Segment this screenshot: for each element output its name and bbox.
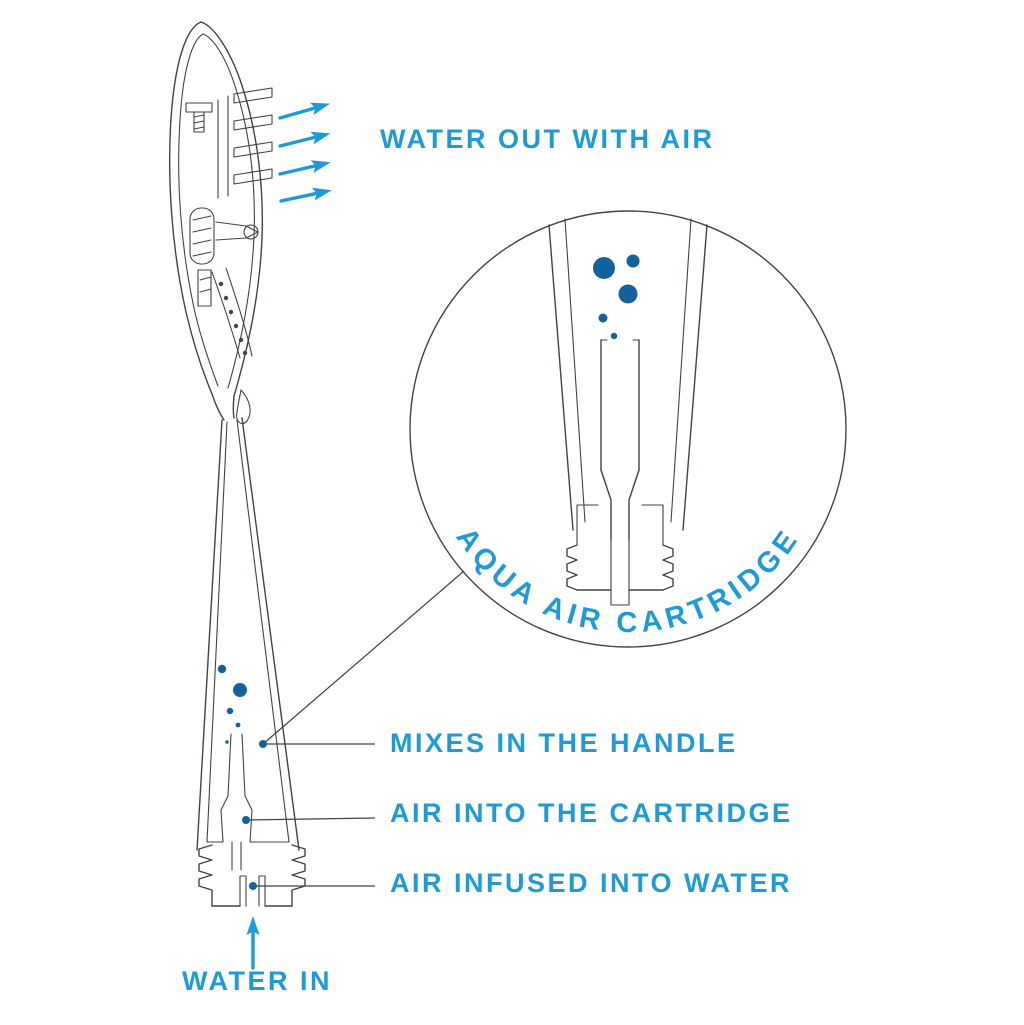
neck xyxy=(211,389,251,425)
head-spray-fins xyxy=(217,87,273,199)
handle-threaded-inlet xyxy=(198,844,306,907)
mixes-point-dot xyxy=(259,740,267,748)
head-outer-outline-right xyxy=(200,21,264,397)
handle-cartridge xyxy=(206,733,290,871)
air-into-leader-line xyxy=(245,817,376,821)
air-infused-into-water-label: AIR INFUSED INTO WATER xyxy=(390,868,793,898)
head-piston xyxy=(189,207,215,265)
handle-outer-left-wall xyxy=(196,419,223,851)
head-perforated-plate xyxy=(211,267,253,359)
water-out-arrows xyxy=(276,95,335,210)
mixes-in-handle-label: MIXES IN THE HANDLE xyxy=(390,728,738,758)
air-infused-point-dot xyxy=(249,882,257,890)
magnifier-leader-line xyxy=(262,570,465,745)
spray-head-cross-section xyxy=(168,21,273,425)
water-in-arrow-icon xyxy=(244,914,262,970)
water-out-arrow-icon xyxy=(277,182,335,210)
aqua-air-cartridge-label: AQUA AIR CARTRIDGE xyxy=(450,522,807,639)
handle-outer-right-wall xyxy=(241,417,300,851)
magnified-handle-walls xyxy=(548,218,708,531)
leader-lines xyxy=(242,570,465,890)
magnifier-detail: AQUA AIR CARTRIDGE xyxy=(409,210,847,648)
water-out-arrow-icon xyxy=(276,95,334,126)
water-out-arrow-icon xyxy=(276,154,334,183)
magnifier-circle xyxy=(409,210,847,648)
water-out-label: WATER OUT WITH AIR xyxy=(380,124,715,154)
magnified-cartridge xyxy=(566,339,674,606)
handle-inner-left-wall xyxy=(206,421,228,843)
water-out-arrow-icon xyxy=(276,125,334,155)
head-valve xyxy=(215,221,259,241)
handle-inner-right-wall xyxy=(236,419,290,843)
water-in-label: WATER IN xyxy=(182,966,332,996)
magnified-air-bubbles xyxy=(593,254,640,340)
head-lower-chamber xyxy=(197,269,212,307)
air-into-cartridge-label: AIR INTO THE CARTRIDGE xyxy=(390,798,793,828)
head-inner-outline-right xyxy=(202,33,255,389)
handle-air-bubbles xyxy=(217,664,247,744)
handle-cross-section xyxy=(196,417,306,907)
air-into-point-dot xyxy=(242,816,250,824)
head-screw xyxy=(185,102,213,133)
head-outer-outline-left xyxy=(168,21,213,395)
head-inner-outline-left xyxy=(178,33,219,387)
